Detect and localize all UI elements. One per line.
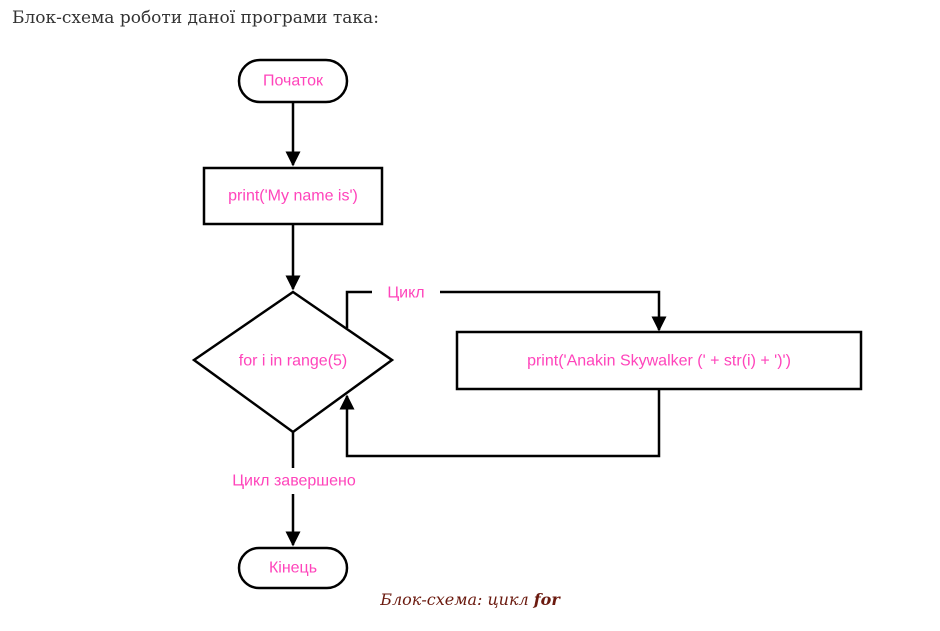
edge-body-to-decision [339,389,661,458]
caption-prefix: Блок-схема: цикл [380,590,534,609]
loop-done-label-bg [214,468,374,494]
print-name-label: print('My name is') [228,188,358,205]
intro-text: Блок-схема роботи даної програми така: [12,8,379,28]
end-node-label: Кінець [269,560,317,577]
start-node-label: Початок [263,73,324,90]
loop-done-label: Цикл завершено [232,473,356,490]
loop-condition-label: for i in range(5) [239,353,348,370]
flowchart: Початок print('My name is') for i in ran… [191,58,863,590]
end-node: Кінець [237,546,349,590]
figure-caption: Блок-схема: цикл for [0,590,940,609]
edge-loop-to-body [345,290,667,332]
loop-body-node: print('Anakin Skywalker (' + str(i) + ')… [455,330,863,391]
caption-keyword: for [533,590,560,609]
loop-label: Цикл [387,285,424,302]
start-node: Початок [237,58,349,104]
print-name-node: print('My name is') [202,166,384,226]
loop-body-label: print('Anakin Skywalker (' + str(i) + ')… [527,353,791,370]
loop-label-bg [372,280,440,304]
loop-condition-node: for i in range(5) [191,290,395,434]
